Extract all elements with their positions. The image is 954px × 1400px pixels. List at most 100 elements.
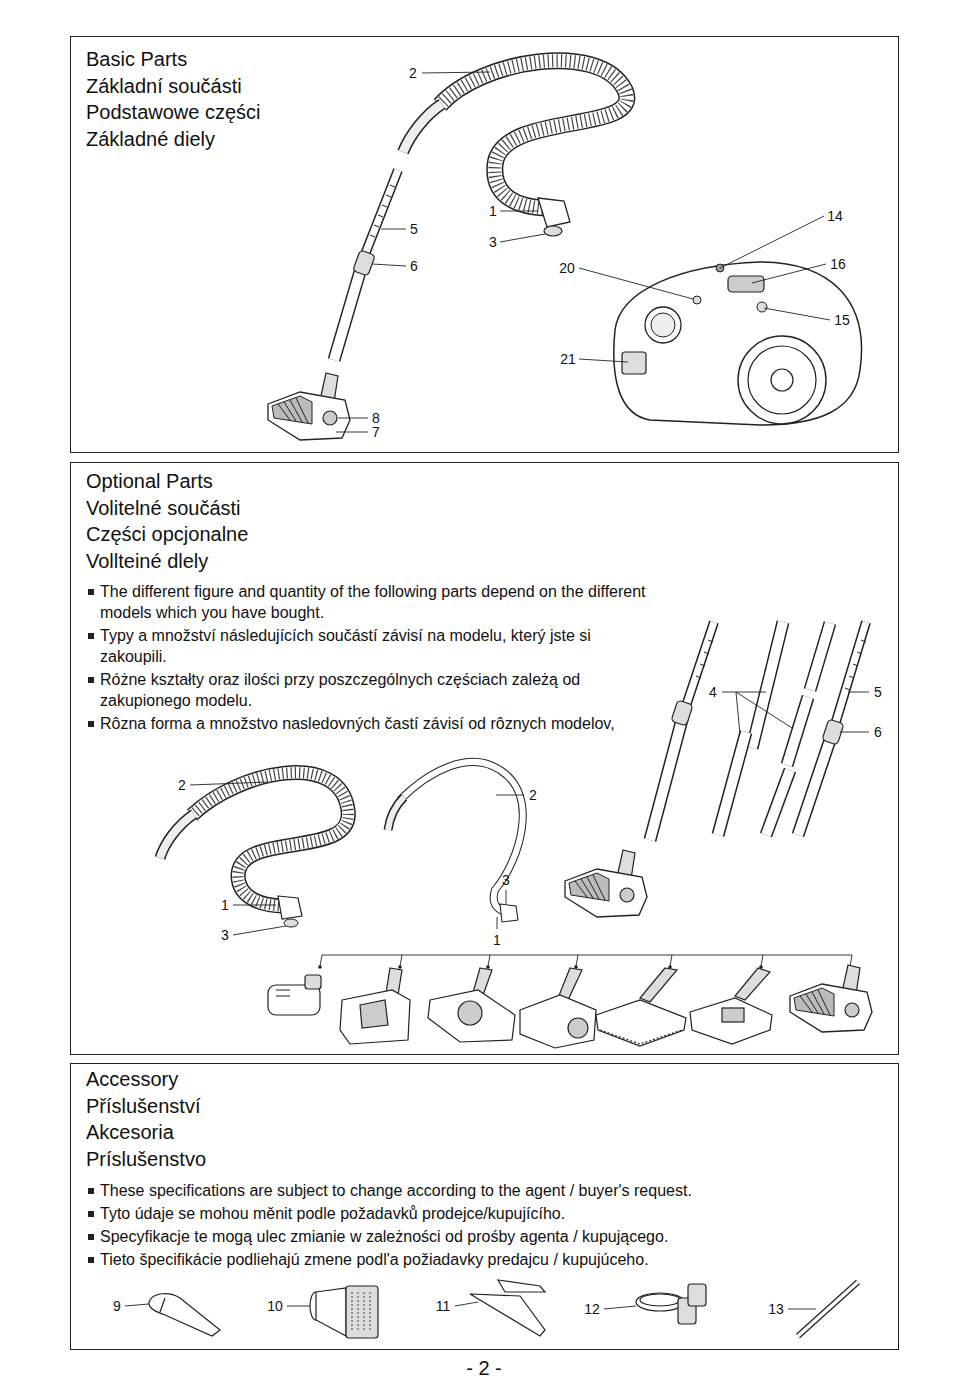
callout-number: 5 bbox=[410, 221, 418, 237]
line-art bbox=[500, 211, 538, 212]
callout-number: 4 bbox=[709, 684, 717, 700]
line-art bbox=[362, 170, 398, 262]
note-list: The different figure and quantity of the… bbox=[71, 581, 660, 734]
line-art bbox=[192, 773, 348, 906]
line-art bbox=[650, 622, 866, 840]
line-art bbox=[192, 773, 348, 906]
callout-number: 8 bbox=[372, 410, 380, 426]
bullet-square bbox=[88, 1211, 94, 1217]
callout-number: 5 bbox=[874, 684, 882, 700]
line-art bbox=[736, 692, 740, 734]
callout-number: 3 bbox=[221, 927, 229, 943]
line-art bbox=[650, 712, 684, 840]
note-text: Rôzna forma a množstvo nasledovných čast… bbox=[100, 715, 615, 732]
note-item: Rôzna forma a množstvo nasledovných čast… bbox=[88, 713, 660, 734]
line-art bbox=[565, 850, 647, 917]
note-item: Specyfikacje te mogą ulec zmianie w zale… bbox=[88, 1225, 868, 1248]
section-panel: Optional PartsVolitelné součástiCzęści o… bbox=[70, 462, 899, 1055]
line-art bbox=[671, 700, 693, 726]
line-art bbox=[352, 1292, 370, 1332]
note-text: The different figure and quantity of the… bbox=[100, 583, 646, 621]
line-art bbox=[276, 990, 290, 996]
line-art bbox=[388, 797, 404, 830]
callout-number: 21 bbox=[560, 351, 576, 367]
line-art bbox=[233, 926, 286, 935]
line-art bbox=[336, 432, 368, 433]
line-art bbox=[336, 72, 830, 432]
line-art bbox=[640, 1294, 680, 1306]
line-art bbox=[500, 904, 518, 922]
line-art bbox=[160, 814, 194, 858]
line-art bbox=[736, 692, 792, 728]
line-art bbox=[470, 1294, 545, 1336]
section-heading: Basic Parts bbox=[71, 46, 898, 73]
line-art bbox=[834, 622, 866, 728]
line-art bbox=[579, 268, 693, 299]
line-art bbox=[372, 264, 406, 266]
line-art bbox=[440, 61, 627, 208]
note-text: Różne kształty oraz ilości przy poszczeg… bbox=[100, 671, 580, 709]
section-heading: Podstawowe części bbox=[71, 99, 898, 126]
line-art bbox=[320, 955, 852, 966]
line-art bbox=[233, 905, 276, 906]
section-heading: Volitelné součásti bbox=[71, 495, 898, 522]
bullet-square bbox=[88, 633, 94, 639]
line-art bbox=[346, 1286, 378, 1338]
line-art bbox=[278, 896, 302, 919]
line-art bbox=[614, 262, 862, 425]
line-art bbox=[125, 1304, 149, 1306]
note-item: Różne kształty oraz ilości przy poszczeg… bbox=[88, 669, 660, 711]
line-art bbox=[622, 352, 646, 374]
line-art bbox=[362, 170, 398, 262]
line-art bbox=[149, 1294, 220, 1336]
line-art bbox=[810, 623, 830, 690]
line-art bbox=[498, 1280, 545, 1292]
line-art bbox=[752, 622, 783, 748]
line-art bbox=[287, 1306, 310, 1307]
callout-number: 1 bbox=[489, 203, 497, 219]
section-heading: Vollteiné dlely bbox=[71, 548, 898, 575]
line-art bbox=[834, 622, 866, 728]
line-art bbox=[790, 965, 872, 1032]
callout-number: 10 bbox=[267, 1298, 283, 1314]
line-art bbox=[500, 234, 545, 242]
panel-3-art bbox=[125, 1280, 858, 1338]
line-art bbox=[403, 104, 442, 152]
line-art bbox=[360, 1000, 388, 1028]
callout-number: 15 bbox=[834, 312, 850, 328]
line-art bbox=[320, 955, 852, 966]
line-art bbox=[787, 697, 808, 765]
callout-number: 1 bbox=[221, 897, 229, 913]
callout-number: 12 bbox=[584, 1301, 600, 1317]
callout-number: 3 bbox=[489, 234, 497, 250]
line-art bbox=[192, 773, 348, 906]
callout-number: 14 bbox=[827, 208, 843, 224]
section-heading: Optional Parts bbox=[71, 468, 898, 495]
line-art bbox=[400, 762, 523, 912]
callout-number: 13 bbox=[768, 1301, 784, 1317]
callout-number: 2 bbox=[409, 65, 417, 81]
line-art bbox=[458, 1001, 482, 1025]
bullet-square bbox=[88, 589, 94, 595]
line-art bbox=[766, 770, 790, 835]
line-art bbox=[497, 917, 498, 929]
line-art bbox=[718, 732, 746, 835]
line-art bbox=[722, 1008, 744, 1022]
bullet-square bbox=[88, 1234, 94, 1240]
line-art bbox=[720, 216, 824, 268]
note-item: The different figure and quantity of the… bbox=[88, 581, 660, 623]
line-art bbox=[810, 623, 830, 690]
line-art bbox=[496, 795, 524, 796]
line-art bbox=[788, 1309, 816, 1310]
line-art bbox=[752, 264, 826, 283]
line-art bbox=[544, 226, 562, 236]
line-art bbox=[160, 1298, 165, 1312]
note-text: These specifications are subject to chan… bbox=[100, 1182, 692, 1199]
line-art bbox=[764, 308, 830, 320]
line-art bbox=[318, 965, 852, 969]
line-art bbox=[596, 1000, 686, 1046]
callout-number: 7 bbox=[372, 424, 380, 440]
section-heading: Příslušenství bbox=[71, 1093, 898, 1120]
section-heading: Akcesoria bbox=[71, 1119, 898, 1146]
